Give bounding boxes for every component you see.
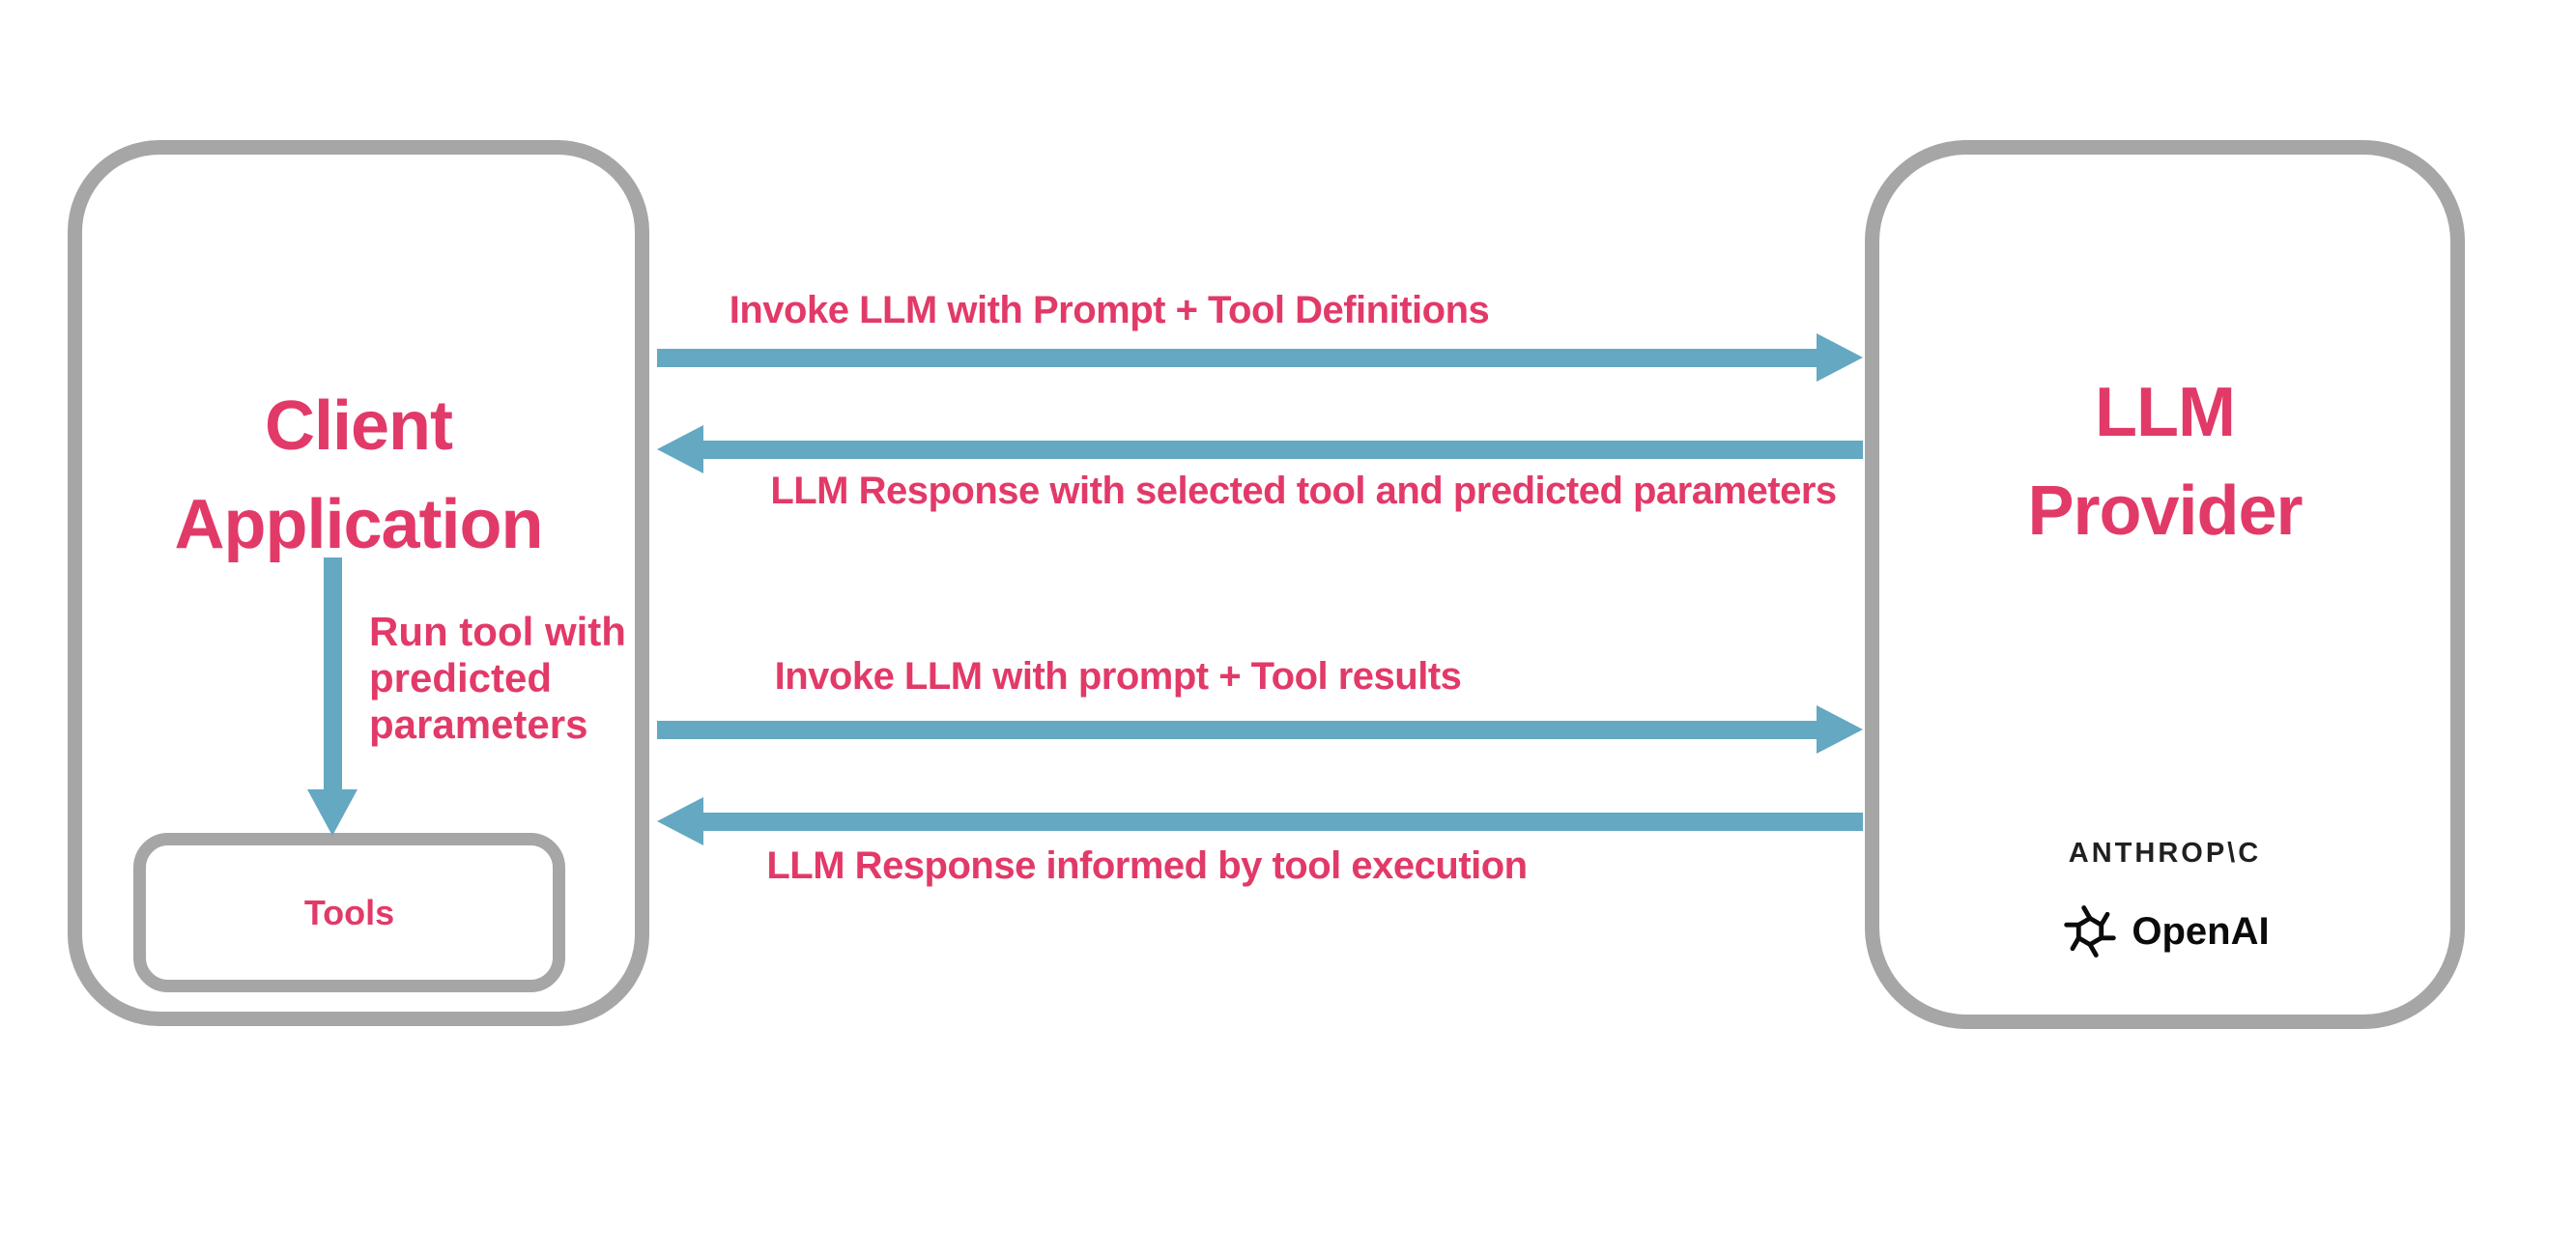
arrowhead-left-icon [657, 797, 703, 845]
flow-arrow-invoke-with-results [657, 705, 1863, 754]
arrow-shaft [703, 440, 1863, 459]
arrow-shaft [657, 720, 1817, 739]
client-title-line1: Client [264, 387, 453, 465]
arrowhead-right-icon [1817, 705, 1863, 754]
run-tool-label: Run tool with predicted parameters [369, 609, 626, 748]
flow-label-response-informed: LLM Response informed by tool execution [766, 844, 1528, 887]
run-tool-label-line2: predicted [369, 655, 553, 700]
flow-arrow-response-selected-tool [657, 425, 1863, 473]
provider-title-line1: LLM [2095, 374, 2236, 451]
arrow-shaft [323, 558, 342, 789]
flow-label-invoke-with-definitions: Invoke LLM with Prompt + Tool Definition… [729, 289, 1490, 331]
run-tool-label-line1: Run tool with [369, 609, 626, 654]
openai-wordmark: OpenAI [2132, 909, 2270, 953]
tools-label: Tools [303, 892, 395, 932]
flow-label-response-selected-tool: LLM Response with selected tool and pred… [770, 470, 1837, 512]
arrowhead-down-icon [307, 789, 358, 836]
arrowhead-left-icon [657, 425, 703, 473]
client-application-title: Client Application [82, 377, 635, 574]
provider-title-line2: Provider [2027, 472, 2303, 550]
tools-box: Tools [133, 833, 565, 992]
flow-label-invoke-with-results: Invoke LLM with prompt + Tool results [774, 655, 1462, 698]
arrow-shaft [703, 812, 1863, 831]
anthropic-logo: ANTHROP\C [2068, 838, 2262, 869]
llm-provider-title: LLM Provider [1879, 363, 2450, 560]
run-tool-label-line3: parameters [369, 701, 588, 747]
flow-arrow-response-informed [657, 797, 1863, 845]
openai-logo: OpenAI [1879, 901, 2450, 961]
openai-knot-icon [2064, 905, 2117, 958]
arrow-shaft [657, 348, 1817, 367]
run-tool-arrow [307, 558, 358, 836]
client-title-line2: Application [174, 486, 544, 563]
llm-provider-box: LLM Provider [1865, 140, 2465, 1029]
flow-arrow-invoke-with-definitions [657, 333, 1863, 382]
arrowhead-right-icon [1817, 333, 1863, 382]
